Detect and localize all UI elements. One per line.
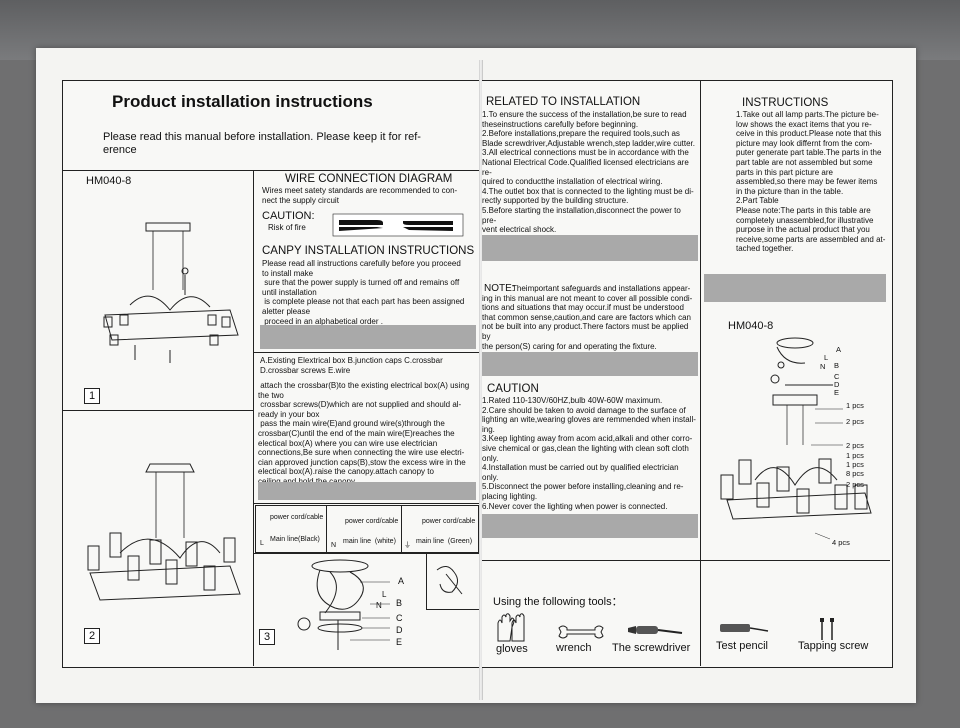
wrench-icon [558,625,604,639]
part-count: 8 pcs [846,469,864,478]
related-heading: RELATED TO INSTALLATION [486,96,641,108]
part-count: 1 pcs [846,401,864,410]
page-title: Product installation instructions [112,92,373,111]
part-letter-n: N [820,362,826,371]
column-divider [253,170,254,666]
tool-label-gloves: gloves [496,643,528,655]
part-count: 2 pcs [846,441,864,450]
diagram-letter-b: B [396,598,403,608]
wire-cell-green: power cord/cable ⏚ main line (Green) [401,505,479,553]
tool-label-test-pencil: Test pencil [716,640,768,652]
part-count: 2 pcs [846,480,864,489]
instructions-text: 1.Take out all lamp parts.The picture be… [736,110,886,254]
cell-divider [426,609,479,610]
model-number: HM040-8 [86,175,132,187]
note-text: Theimportant safeguards and installation… [482,284,693,351]
part-letter-d: D [834,380,840,389]
diagram-letter-n: N [376,601,382,610]
hand-screwing-icon [436,566,463,595]
part-count: 1 pcs [846,451,864,460]
part-count: 1 pcs [846,460,864,469]
part-count: 4 pcs [832,538,850,547]
part-letter-l: L [824,353,829,362]
note-label: NOTE: [484,283,515,294]
gray-band [482,352,698,376]
caution-label: CAUTION: [262,210,315,222]
tool-label-tapping-screw: Tapping screw [798,640,869,652]
parts-list-text: A.Existing Elextrical box B.junction cap… [260,356,443,375]
cell-divider [426,553,427,609]
canopy-text: Please read all instructions carefully b… [262,259,465,326]
ground-symbol-icon: ⏚ [404,542,411,549]
figure-number-2: 2 [84,628,100,644]
wire-name: Main line(Black) [270,536,320,543]
caution-heading: CAUTION [487,383,539,395]
canopy-heading: CANPY INSTALLATION INSTRUCTIONS [262,245,475,257]
section-divider [253,503,479,504]
parts-exploded-diagram [720,337,872,540]
tools-heading: Using the following tools： [493,596,623,608]
screwdriver-icon [628,626,683,634]
related-text: 1.To ensure the success of the installat… [482,110,695,235]
part-letter-e: E [834,388,840,397]
figure-2-assembled-fixture [87,463,241,601]
wire-name: main line (white) [343,538,396,545]
gloves-icon [497,613,525,642]
wire-name: main line (Green) [416,538,473,545]
diagram-letter-c: C [396,613,403,623]
gray-band [482,235,698,261]
intro-text: Please read this manual before installat… [103,131,421,156]
power-cord-label: power cord/cable [270,514,324,521]
figure-1-exploded-fixture [103,222,239,363]
tool-label-wrench: wrench [556,642,592,654]
section-divider [253,352,479,353]
power-cord-label: power cord/cable [422,518,476,525]
installation-steps-text: attach the crossbar(B)to the existing el… [258,381,470,486]
wire-cell-black: power cord/cable L Main line(Black) [255,505,327,553]
left-page [62,80,482,668]
gray-band [258,482,476,500]
column-divider [700,80,701,666]
part-letter-b: B [834,361,840,370]
page-fold [479,60,483,700]
figure-number-1: 1 [84,388,100,404]
part-count: 2 pcs [846,417,864,426]
figure-3-wiring-diagram [297,559,390,650]
wire-connector-icon [332,213,464,237]
test-pencil-icon [720,624,769,632]
caution-text: 1.Rated 110-130V/60HZ,bulb 40W-60W maxim… [482,396,696,511]
divider [63,170,479,171]
figure-number-3: 3 [259,629,275,645]
wire-letter: L [260,540,264,547]
wire-diagram-text: Wires meet satety standards are recommen… [262,186,458,205]
diagram-letter-e: E [396,637,403,647]
part-letter-a: A [836,345,842,354]
tapping-screw-icon [820,618,834,640]
parts-model-number: HM040-8 [728,320,774,332]
gray-band [482,514,698,538]
diagram-letter-a: A [398,576,405,586]
wire-cell-white: power cord/cable N main line (white) [326,505,402,553]
tool-label-screwdriver: The screwdriver [612,642,691,654]
gray-band [704,274,886,302]
section-divider [253,553,479,554]
caution-subtext: Risk of fire [268,223,306,232]
gray-band [260,325,476,349]
part-letter-c: C [834,372,840,381]
power-cord-label: power cord/cable [345,518,399,525]
instructions-heading: INSTRUCTIONS [742,97,829,109]
diagram-letter-d: D [396,625,403,635]
tools-divider [482,560,890,561]
diagram-letter-l: L [382,590,387,599]
figure-divider [63,410,253,411]
wire-letter: N [331,542,337,549]
wire-diagram-heading: WIRE CONNECTION DIAGRAM [285,173,453,185]
